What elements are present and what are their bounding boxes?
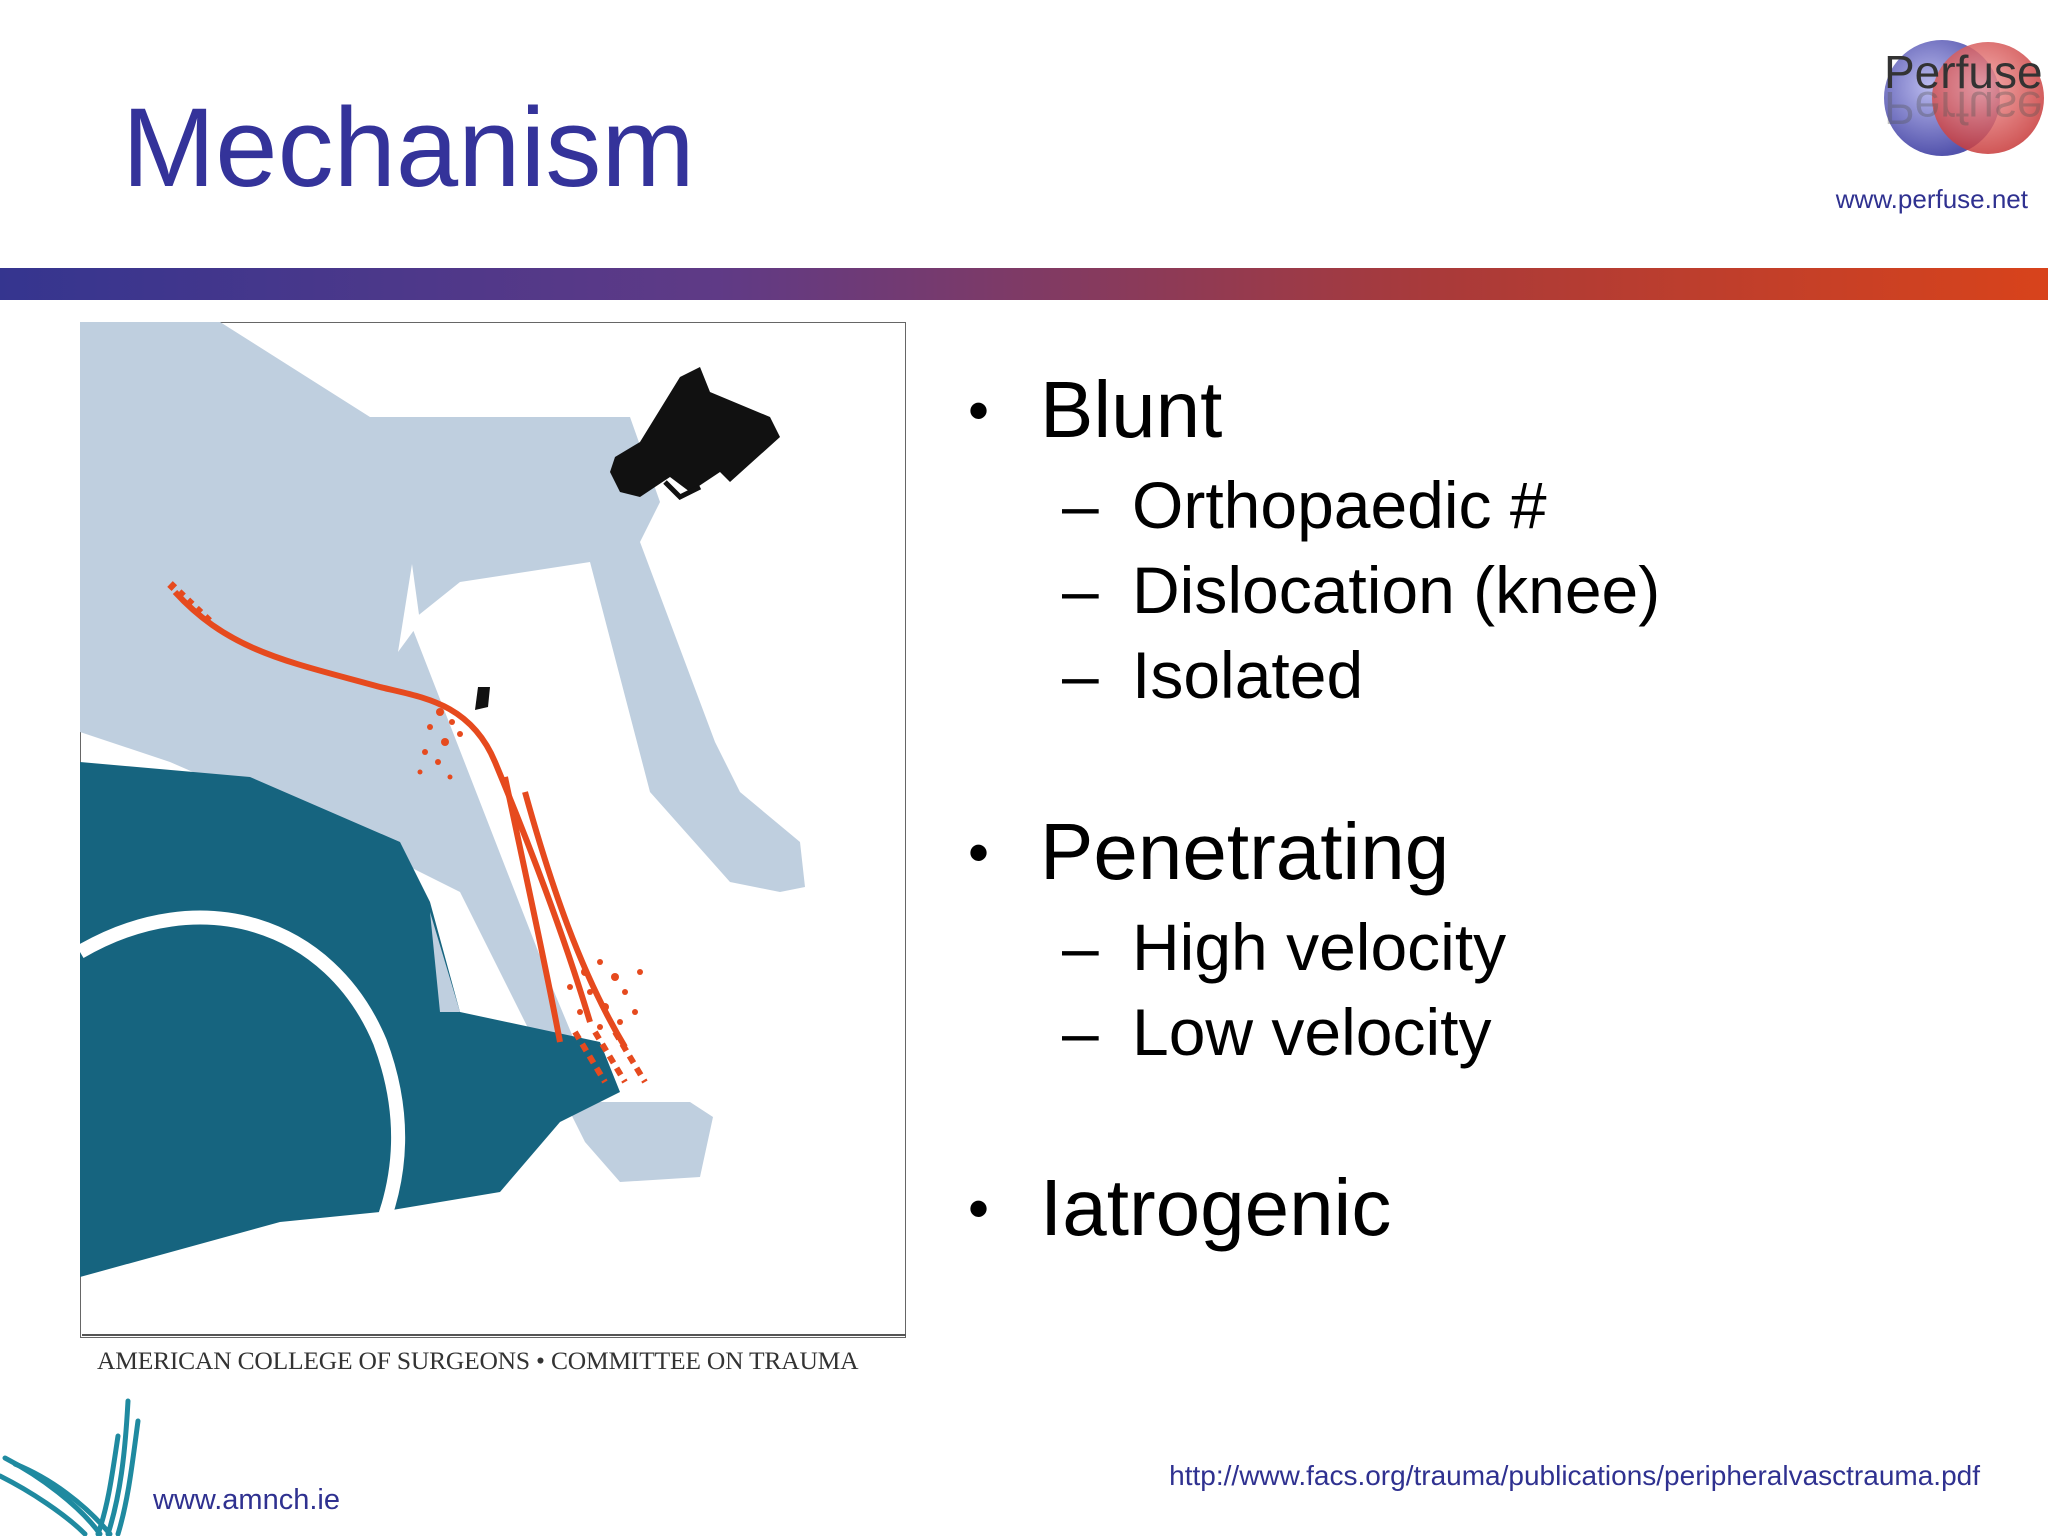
dash-icon: –	[1062, 910, 1099, 984]
slide-title: Mechanism	[122, 85, 695, 210]
amnch-logo-icon	[0, 1398, 141, 1536]
bullet-dot-icon: •	[968, 819, 990, 886]
artery-branch-2	[502, 776, 563, 1043]
bullet-fragment-icon	[475, 687, 490, 710]
caption-rule	[82, 1334, 906, 1336]
illustration-caption: AMERICAN COLLEGE OF SURGEONS • COMMITTEE…	[97, 1346, 859, 1375]
logo-text: Perfuse	[1884, 46, 2043, 98]
bullet-label: Penetrating	[1040, 807, 1450, 896]
svg-text:Perfuse: Perfuse	[1884, 82, 2043, 134]
bullet-label: Blunt	[1040, 365, 1223, 454]
leg-trauma-illustration	[80, 322, 906, 1338]
header-gradient-bar	[0, 268, 2048, 300]
perfuse-logo-icon: Perfuse Perfuse	[1884, 40, 2044, 156]
dash-icon: –	[1062, 638, 1099, 712]
bullet-label: Iatrogenic	[1040, 1163, 1392, 1252]
car-icon	[80, 762, 620, 1277]
dash-icon: –	[1062, 468, 1099, 542]
bullet-dot-icon: •	[968, 1175, 990, 1242]
car-wheel-arch	[80, 910, 406, 1256]
blood-splatter	[417, 708, 643, 1030]
site-url-bottom[interactable]: www.amnch.ie	[153, 1484, 340, 1516]
artery-dashes-top	[167, 581, 213, 625]
skin-gap	[398, 564, 420, 652]
bullet-dot-icon: •	[968, 377, 990, 444]
body-shape	[80, 322, 805, 1182]
artery-dashes-bottom	[572, 1030, 648, 1084]
source-url[interactable]: http://www.facs.org/trauma/publications/…	[1169, 1460, 1980, 1491]
artery-main	[172, 589, 593, 1023]
dash-icon: –	[1062, 553, 1099, 627]
artery-branch-1	[522, 791, 628, 1049]
gun-icon	[610, 367, 780, 497]
dash-icon: –	[1062, 995, 1099, 1069]
site-url-top[interactable]: www.perfuse.net	[1835, 184, 2028, 214]
